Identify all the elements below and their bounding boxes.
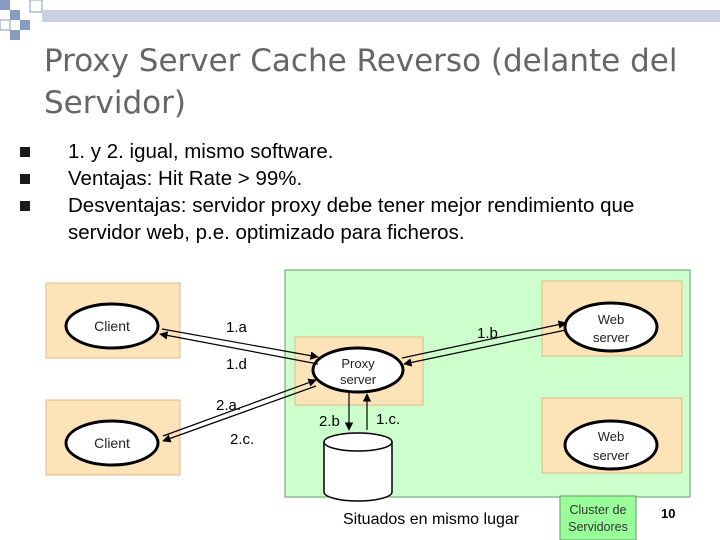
proxy-label-line-1: Proxy — [341, 356, 375, 371]
cluster-box — [559, 495, 637, 540]
bullet-item: Desventajas: servidor proxy debe tener m… — [20, 192, 710, 246]
arrow-client2-to-proxy — [162, 378, 317, 437]
cache-cylinder-icon — [323, 432, 393, 502]
cluster-label-line-1: Cluster de — [570, 503, 627, 517]
label-2c: 2.c. — [230, 431, 254, 448]
arrow-web-to-proxy — [403, 329, 567, 367]
decorative-squares — [0, 0, 720, 40]
bullet-text: Desventajas: servidor proxy debe tener m… — [68, 194, 635, 244]
web-label-bottom-line-1: Web — [598, 429, 625, 444]
label-1c: 1.c. — [376, 411, 400, 428]
cluster-label-line-2: Servidores — [568, 520, 628, 534]
slide-title: Proxy Server Cache Reverso (delante del … — [44, 43, 678, 121]
web-node-bottom — [563, 419, 659, 471]
arrow-proxy-to-client2 — [162, 385, 317, 443]
bullet-item: 1. y 2. igual, mismo software. — [20, 138, 710, 165]
page-number: 10 — [661, 506, 676, 521]
arrow-client-to-proxy — [161, 328, 319, 360]
square-bullet-icon — [20, 174, 30, 184]
web-label-top-line-2: server — [593, 330, 630, 345]
square-bullet-icon — [20, 201, 30, 211]
bullet-text: 1. y 2. igual, mismo software. — [68, 140, 334, 163]
client-label-top: Client — [94, 318, 130, 334]
client-label-bottom: Client — [94, 435, 130, 451]
bullet-item: Ventajas: Hit Rate > 99%. — [20, 165, 710, 192]
web-label-bottom-line-2: server — [593, 448, 630, 463]
client-node-top — [64, 302, 160, 350]
proxy-label-line-2: server — [340, 372, 377, 387]
reverse-proxy-diagram: Cluster de Servidores Client Client Prox… — [45, 269, 691, 540]
location-note: Situados en mismo lugar — [343, 511, 520, 528]
label-1b: 1.b — [477, 325, 498, 342]
proxy-node — [311, 346, 405, 394]
bullet-text: Ventajas: Hit Rate > 99%. — [68, 167, 303, 190]
client-node-bottom — [64, 419, 160, 467]
bullet-list: 1. y 2. igual, mismo software. Ventajas:… — [20, 138, 710, 246]
label-1d: 1.d — [226, 356, 247, 373]
web-label-top-line-1: Web — [598, 312, 625, 327]
label-2a: 2.a. — [216, 397, 241, 414]
square-bullet-icon — [20, 147, 30, 157]
arrow-proxy-to-client — [159, 331, 319, 365]
label-1a: 1.a — [226, 319, 248, 336]
label-2b: 2.b — [319, 413, 340, 430]
arrow-proxy-to-web — [401, 320, 567, 359]
